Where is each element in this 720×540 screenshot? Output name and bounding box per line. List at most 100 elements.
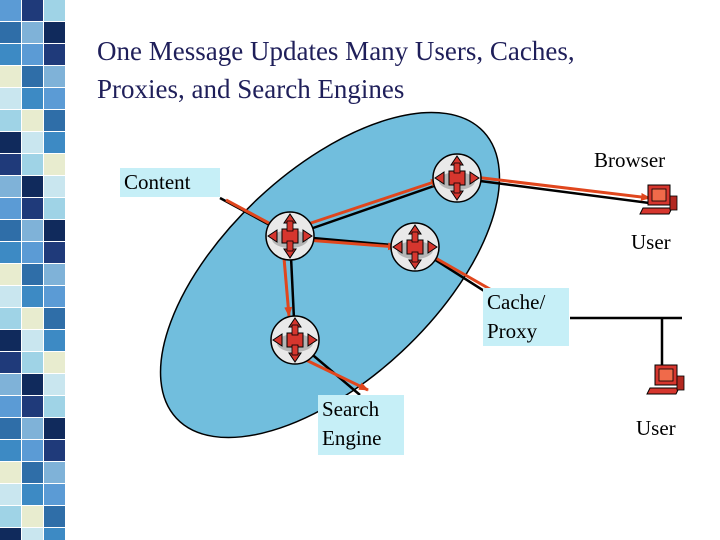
arrow-r4-search: [305, 358, 369, 392]
stripe-cell: [22, 506, 43, 527]
stripe-cell: [22, 176, 43, 197]
stripe-cell: [44, 176, 65, 197]
stripe-cell: [22, 330, 43, 351]
stripe-cell: [0, 22, 21, 43]
stripe-cell: [44, 242, 65, 263]
router-icon: [432, 153, 482, 203]
stripe-cell: [44, 66, 65, 87]
user-label-top: User: [631, 230, 671, 254]
user-label-bottom: User: [636, 416, 676, 440]
stripe-cell: [22, 308, 43, 329]
stripe-cell: [0, 440, 21, 461]
router-icon: [270, 315, 320, 365]
router-icon: [265, 211, 315, 261]
stripe-cell: [0, 418, 21, 439]
stripe-cell: [22, 132, 43, 153]
stripe-cell: [22, 88, 43, 109]
stripe-cell: [0, 352, 21, 373]
stripe-cell: [44, 286, 65, 307]
link-r1-r2: [289, 176, 458, 238]
computer-icon: [646, 364, 685, 395]
page-title: One Message Updates Many Users, Caches, …: [97, 32, 697, 108]
stripe-cell: [44, 352, 65, 373]
stripe-cell: [22, 22, 43, 43]
stripe-cell: [22, 374, 43, 395]
cache-label-line-1: Cache/: [487, 290, 546, 314]
stripe-cell: [0, 264, 21, 285]
stripe-cell: [44, 110, 65, 131]
stripe-cell: [44, 484, 65, 505]
stripe-cell: [22, 66, 43, 87]
stripe-cell: [44, 462, 65, 483]
arrow-r1-r2: [301, 178, 441, 228]
stripe-cell: [44, 198, 65, 219]
link-r2-browser: [456, 176, 658, 206]
stripe-cell: [22, 352, 43, 373]
stripe-cell: [44, 0, 65, 21]
stripe-cell: [44, 396, 65, 417]
stripe-cell: [44, 22, 65, 43]
stripe-cell: [22, 286, 43, 307]
arrow-r1-r3: [305, 238, 398, 251]
stripe-cell: [0, 308, 21, 329]
stripe-cell: [22, 484, 43, 505]
stripe-cell: [0, 154, 21, 175]
search-label-line-2: Engine: [322, 426, 382, 450]
stripe-cell: [22, 440, 43, 461]
stripe-cell: [44, 44, 65, 65]
router-icon: [390, 222, 440, 272]
stripe-cell: [0, 506, 21, 527]
stripe-cell: [22, 462, 43, 483]
stripe-cell: [22, 0, 43, 21]
stripe-cell: [22, 242, 43, 263]
stripe-cell: [22, 396, 43, 417]
stripe-cell: [44, 88, 65, 109]
stripe-cell: [22, 154, 43, 175]
stripe-cell: [0, 88, 21, 109]
decorative-side-stripe: [0, 0, 65, 540]
stripe-cell: [0, 110, 21, 131]
stripe-cell: [44, 132, 65, 153]
title-line-2: Proxies, and Search Engines: [97, 74, 405, 104]
browser-label: Browser: [594, 148, 666, 172]
stripe-cell: [22, 44, 43, 65]
stripe-cell: [0, 484, 21, 505]
stripe-cell: [44, 528, 65, 540]
search-engine-label: Search Engine: [318, 395, 404, 455]
stripe-cell: [44, 418, 65, 439]
stripe-cell: [0, 528, 21, 540]
stripe-cell: [0, 330, 21, 351]
content-label: Content: [120, 168, 220, 197]
stripe-cell: [22, 264, 43, 285]
stripe-cell: [0, 462, 21, 483]
stripe-cell: [44, 264, 65, 285]
stripe-cell: [44, 440, 65, 461]
stripe-cell: [44, 374, 65, 395]
arrow-r2-browser: [473, 175, 651, 201]
stripe-cell: [0, 44, 21, 65]
stripe-cell: [44, 308, 65, 329]
stripe-cell: [0, 132, 21, 153]
search-label-line-1: Search: [322, 397, 380, 421]
stripe-cell: [0, 0, 21, 21]
computer-icon: [639, 184, 678, 215]
stripe-cell: [0, 220, 21, 241]
stripe-cell: [44, 154, 65, 175]
stripe-cell: [22, 198, 43, 219]
stripe-cell: [0, 286, 21, 307]
cache-proxy-label: Cache/ Proxy: [483, 288, 569, 346]
stripe-cell: [0, 374, 21, 395]
stripe-cell: [0, 242, 21, 263]
stripe-cell: [44, 330, 65, 351]
stripe-cell: [22, 418, 43, 439]
title-line-1: One Message Updates Many Users, Caches,: [97, 36, 575, 66]
stripe-cell: [0, 176, 21, 197]
stripe-cell: [22, 110, 43, 131]
cache-label-line-2: Proxy: [487, 319, 538, 343]
stripe-cell: [44, 506, 65, 527]
stripe-cell: [0, 66, 21, 87]
stripe-cell: [22, 528, 43, 540]
stripe-cell: [22, 220, 43, 241]
arrow-r1-r4: [282, 257, 293, 317]
